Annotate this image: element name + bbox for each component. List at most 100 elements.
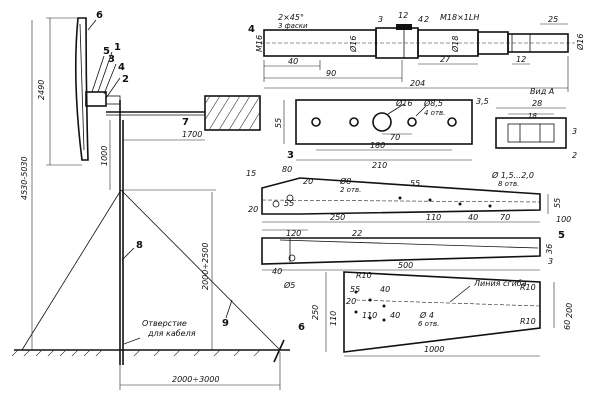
plate-w210: 210 [372, 161, 387, 170]
shaft-l40: 40 [288, 57, 298, 66]
blade-d8: Ø8 [339, 176, 351, 186]
shaft-detail: 4 2×45° 3 фаски M16 Ø16 Ø18 Ø16 M18×1LH … [248, 11, 585, 92]
plate-w70: 70 [390, 133, 400, 142]
plate-d85: Ø8,5 [423, 98, 443, 108]
shaft-l90: 90 [326, 69, 336, 78]
shaft-d16a: Ø16 [348, 36, 358, 53]
dim-base-width: 2000÷3000 [172, 375, 219, 384]
vane-h110: 110 [329, 311, 338, 326]
label-5: 5 [103, 46, 110, 57]
shaft-l12: 12 [516, 55, 526, 64]
dim-tail-height: 1000 [100, 146, 109, 166]
vane-r10c: R10 [520, 317, 536, 326]
shaft-number: 4 [248, 24, 255, 35]
shaft-l27: 27 [440, 55, 451, 64]
view-a-detail: Вид А 28 18 3 2 [495, 87, 577, 160]
dim-guy-height: 2000÷2500 [201, 243, 210, 290]
vane-bend-line: Линия сгиба [473, 279, 527, 288]
wind-generator-assembly: 2490 4530-5030 1000 2000÷2500 2000÷3000 … [11, 10, 290, 390]
label-4: 4 [118, 62, 125, 73]
blade-detail: 5 15 80 20 20 55 Ø8 2 отв. 55 Ø 1,5...2,… [246, 165, 571, 290]
rotor-blade [74, 17, 89, 161]
view-a-w18: 18 [528, 112, 537, 120]
label-9: 9 [222, 318, 229, 329]
view-a-t3: 3 [572, 127, 577, 136]
vane-number: 6 [298, 322, 305, 333]
dim-total-height: 4530-5030 [20, 156, 29, 200]
blade-d15: Ø 1,5...2,0 [491, 170, 534, 180]
plate-number: 3 [287, 150, 294, 161]
shaft-w4: 4 [418, 15, 423, 24]
shaft-w12: 12 [398, 11, 408, 20]
shaft-w3: 3 [378, 15, 383, 24]
label-6: 6 [96, 10, 103, 21]
blade-w80: 80 [282, 165, 292, 174]
dim-tail-length: 1700 [182, 130, 202, 139]
blade-l100: 100 [556, 215, 571, 224]
blade-h3: 3 [548, 257, 553, 266]
shaft-w2: 2 [424, 15, 429, 24]
label-8: 8 [136, 240, 143, 251]
cable-hole-note-1: Отверстие [142, 319, 187, 328]
label-3: 3 [108, 54, 115, 65]
plate-w180: 180 [370, 141, 385, 150]
view-a-title: Вид А [530, 87, 554, 96]
blade-l40: 40 [468, 213, 478, 222]
blade-h36: 36 [545, 244, 554, 254]
shaft-chamfer-count: 3 фаски [278, 22, 308, 30]
shaft-l204: 204 [410, 79, 425, 88]
blade-l250: 250 [330, 213, 345, 222]
vane-r10b: R10 [520, 283, 536, 292]
generator-head [85, 91, 107, 107]
vane-w40: 40 [380, 285, 390, 294]
blade-h55: 55 [284, 199, 294, 208]
blade-w15: 15 [246, 169, 256, 178]
guy-wire-right [120, 189, 281, 351]
blade-l500: 500 [398, 261, 413, 270]
vane-h60: 60 [563, 320, 572, 330]
blade-h55b: 55 [553, 198, 562, 208]
blade-w120: 120 [286, 229, 301, 238]
shaft-chamfer: 2×45° [278, 13, 304, 22]
blade-w22: 22 [352, 229, 362, 238]
label-2: 2 [122, 74, 129, 85]
label-1: 1 [114, 42, 121, 53]
shaft-m16: M16 [255, 35, 264, 52]
view-a-t2: 2 [572, 151, 577, 160]
label-7: 7 [182, 117, 189, 128]
shaft-d16b: Ø16 [575, 34, 585, 51]
blade-l110: 110 [426, 213, 441, 222]
blade-a20: 20 [303, 177, 313, 186]
blade-h20: 20 [248, 205, 258, 214]
tail-vane [204, 95, 261, 131]
vane-d4: Ø 4 [419, 310, 434, 320]
vane-r10a: R10 [356, 271, 372, 280]
blade-w40: 40 [272, 267, 282, 276]
plate-holes: 4 отв. [424, 109, 445, 117]
vane-h200: 200 [565, 303, 574, 318]
plate-h55: 55 [274, 118, 283, 128]
blade-holes8: 8 отв. [498, 180, 519, 188]
vane-h250: 250 [311, 305, 320, 320]
view-a-w28: 28 [532, 99, 542, 108]
plate-thickness: 3,5 [476, 97, 489, 106]
vane-l1000: 1000 [424, 345, 444, 354]
dim-blade-height: 2490 [37, 80, 46, 100]
blade-l70: 70 [500, 213, 510, 222]
blade-d5: Ø5 [283, 280, 295, 290]
blade-number: 5 [558, 230, 565, 241]
blade-holes2: 2 отв. [340, 186, 361, 194]
shaft-thread: M18×1LH [440, 13, 479, 22]
vane-w20: 20 [346, 297, 356, 306]
cable-hole-note-2: для кабеля [147, 329, 196, 338]
vane-h55: 55 [350, 285, 360, 294]
vane-holes6: 6 отв. [418, 320, 439, 328]
vane-detail: 6 R10 R10 R10 Линия сгиба 250 110 55 40 … [298, 271, 574, 357]
vane-w40b: 40 [390, 311, 400, 320]
shaft-w25: 25 [548, 15, 558, 24]
plate-detail: 3 3,5 55 Ø16 Ø8,5 4 отв. 70 180 210 [274, 97, 489, 170]
guy-wire-left [21, 189, 122, 351]
vane-w110: 110 [362, 311, 377, 320]
plate-d16: Ø16 [395, 98, 412, 108]
